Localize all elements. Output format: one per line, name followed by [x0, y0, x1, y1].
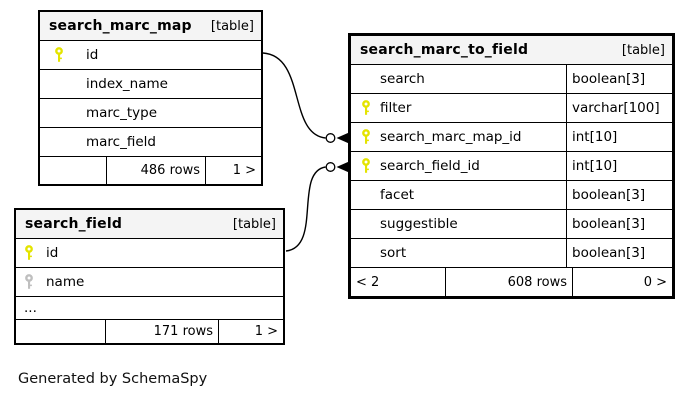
column-type: int[10]	[566, 123, 672, 151]
key-slot	[361, 129, 380, 145]
column-row-filter[interactable]: filter varchar[100]	[351, 94, 672, 123]
key-slot	[361, 100, 380, 116]
column-name: marc_type	[86, 105, 158, 121]
primary-key-icon	[25, 245, 33, 260]
column-name: id	[46, 245, 59, 261]
row-count: 486 rows	[106, 157, 205, 184]
parents-count: < 2	[356, 274, 380, 290]
column-name: filter	[380, 100, 412, 116]
column-name: search_marc_map_id	[380, 129, 522, 145]
related-count: 1 >	[218, 320, 283, 343]
column-name: facet	[380, 187, 415, 203]
columns-truncated-label: ...	[24, 300, 37, 316]
table-header[interactable]: search_marc_map [table]	[40, 12, 261, 41]
fk-circle-icon	[325, 162, 336, 172]
column-row-id[interactable]: id	[16, 239, 283, 268]
table-search-marc-to-field[interactable]: search_marc_to_field [table] search bool…	[348, 33, 675, 299]
column-name: marc_field	[86, 134, 156, 150]
primary-key-icon	[362, 129, 370, 144]
primary-key-icon	[55, 47, 63, 62]
column-name: index_name	[86, 76, 168, 92]
table-footer: 171 rows 1 >	[16, 320, 283, 343]
column-row-name[interactable]: name	[16, 268, 283, 297]
table-badge: [table]	[210, 18, 254, 34]
column-name: sort	[380, 245, 407, 261]
table-footer: < 2 608 rows 0 >	[351, 268, 672, 296]
column-type: boolean[3]	[566, 210, 672, 238]
table-search-marc-map[interactable]: search_marc_map [table] id index_name ma…	[38, 10, 263, 186]
column-row-marc-field[interactable]: marc_field	[40, 128, 261, 157]
primary-key-icon	[362, 158, 370, 173]
table-search-field[interactable]: search_field [table] id name	[14, 208, 285, 345]
related-count: 1 >	[205, 157, 261, 184]
column-name: search_field_id	[380, 158, 480, 174]
key-slot	[24, 274, 46, 290]
column-name: name	[46, 274, 85, 290]
key-slot	[54, 47, 86, 63]
table-header[interactable]: search_field [table]	[16, 210, 283, 239]
table-name[interactable]: search_marc_to_field	[360, 42, 529, 58]
column-row-search-field-id[interactable]: search_field_id int[10]	[351, 152, 672, 181]
column-row-marc-type[interactable]: marc_type	[40, 99, 261, 128]
table-header[interactable]: search_marc_to_field [table]	[351, 36, 672, 65]
column-type: boolean[3]	[566, 65, 672, 93]
fk-circle-icon	[325, 133, 336, 143]
column-type: boolean[3]	[566, 239, 672, 267]
column-row-search-marc-map-id[interactable]: search_marc_map_id int[10]	[351, 123, 672, 152]
key-slot	[361, 158, 380, 174]
footer-left	[40, 157, 106, 184]
table-footer: 486 rows 1 >	[40, 157, 261, 184]
column-name: suggestible	[380, 216, 458, 232]
column-row-facet[interactable]: facet boolean[3]	[351, 181, 672, 210]
children-count: 0 >	[572, 268, 672, 296]
column-name: search	[380, 71, 425, 87]
column-row-ellipsis: ...	[16, 297, 283, 320]
column-type: varchar[100]	[566, 94, 672, 122]
column-row-index-name[interactable]: index_name	[40, 70, 261, 99]
row-count: 608 rows	[445, 268, 572, 296]
table-badge: [table]	[232, 216, 276, 232]
column-name: id	[86, 47, 99, 63]
column-row-sort[interactable]: sort boolean[3]	[351, 239, 672, 268]
table-name[interactable]: search_field	[25, 216, 123, 232]
row-count: 171 rows	[105, 320, 218, 343]
index-key-icon	[25, 274, 33, 289]
table-badge: [table]	[621, 42, 665, 58]
fk-line-search-field-id	[285, 166, 326, 252]
generated-by-caption: Generated by SchemaSpy	[18, 371, 208, 387]
footer-left	[16, 320, 105, 343]
key-slot	[24, 245, 46, 261]
column-row-suggestible[interactable]: suggestible boolean[3]	[351, 210, 672, 239]
table-name[interactable]: search_marc_map	[49, 18, 192, 34]
fk-line-search-marc-map-id	[262, 52, 326, 139]
primary-key-icon	[362, 100, 370, 115]
column-row-id[interactable]: id	[40, 41, 261, 70]
column-type: int[10]	[566, 152, 672, 180]
column-type: boolean[3]	[566, 181, 672, 209]
column-row-search[interactable]: search boolean[3]	[351, 65, 672, 94]
